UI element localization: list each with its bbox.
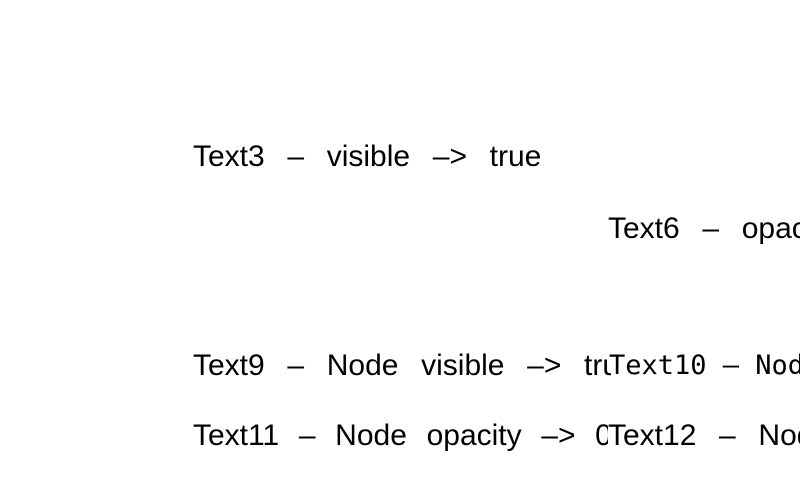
- text9-label: Text9 – Node visible –> true: [193, 349, 611, 382]
- text3-label: Text3 – visible –> true: [193, 140, 542, 173]
- text11-label: Text11 – Node opacity –> 0: [193, 419, 608, 452]
- text6-label: Text6 – opacity: [608, 212, 800, 245]
- text9-label-clip: Text9 – Node visible –> true: [193, 349, 611, 389]
- text11-label-clip: Text11 – Node opacity –> 0: [193, 419, 608, 459]
- text10-label: Text10 – Node: [609, 350, 800, 381]
- text12-label: Text12 – Node: [608, 419, 800, 452]
